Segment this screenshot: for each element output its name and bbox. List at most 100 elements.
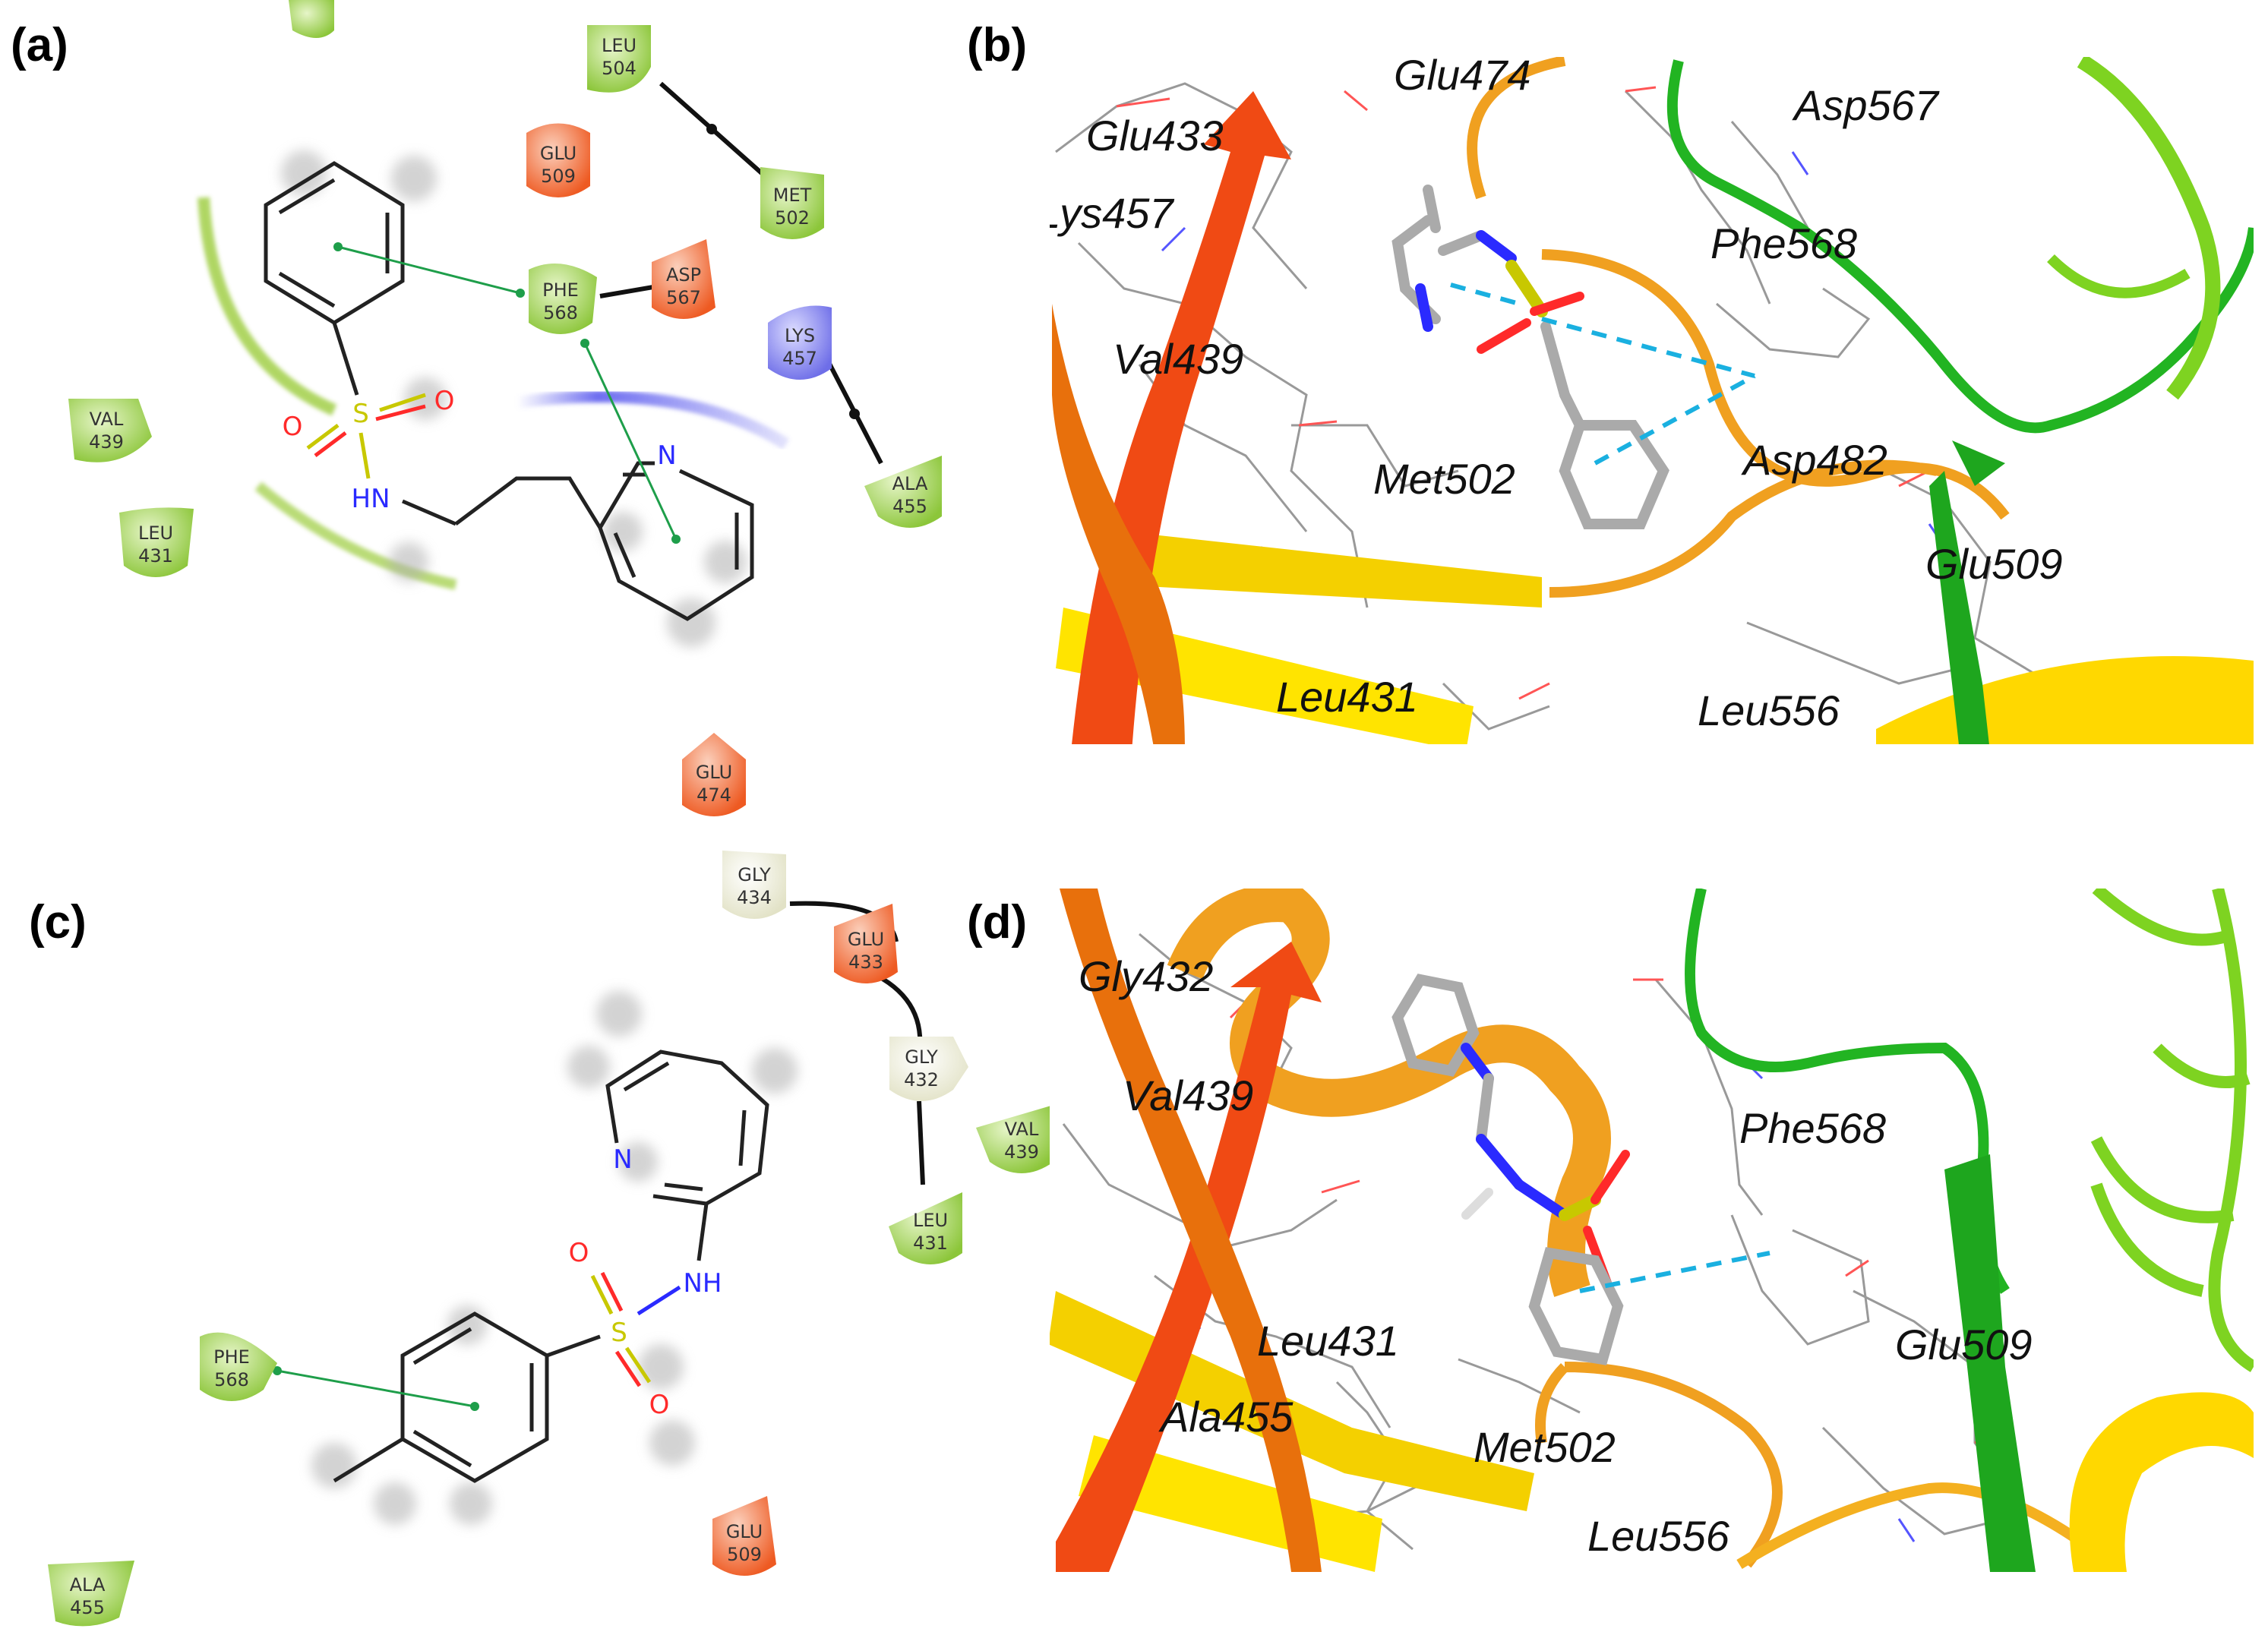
backbone-node-1 (706, 124, 717, 134)
panel-c-label: (c) (29, 896, 87, 948)
residue-leu504-a: LEU 504 (587, 25, 651, 93)
residue-number: 455 (892, 496, 927, 517)
atom-nh-a: HN (352, 484, 390, 514)
residue-number: 431 (138, 545, 173, 567)
pi-stack-line-1 (337, 245, 521, 295)
residue-asp567-a: ASP 567 (652, 239, 715, 319)
bond-s-o2b-c (614, 1350, 642, 1387)
label-asp567-b: Asp567 (1792, 81, 1940, 129)
residue-name: GLU (540, 143, 576, 164)
residue-glu509-a: GLU 509 (526, 123, 590, 197)
helix-orange-d (1167, 889, 1611, 1297)
residue-name: PHE (213, 1346, 250, 1368)
toluene-ring-c (333, 1311, 549, 1483)
bond-ring-nh (697, 1203, 709, 1261)
bond-s-o2-c (624, 1346, 652, 1384)
backbone-568-567 (599, 285, 654, 298)
structure-view-d: Gly432 Val439 Phe568 Leu431 Glu509 Ala45… (1050, 889, 2254, 1572)
panel-b: (b) (967, 19, 2254, 744)
atom-o1-a: O (283, 412, 303, 442)
benzene-ring-a (264, 161, 405, 325)
bond-s-o2 (379, 393, 426, 412)
residue-name: LYS (785, 325, 815, 346)
residue-number: 504 (602, 58, 636, 79)
interaction-dashes-d (1579, 1251, 1770, 1293)
bond-s-o2b (375, 404, 426, 421)
bond-s-ring (546, 1334, 601, 1358)
pocket-arc-blue (515, 390, 790, 450)
structure-view-b: Glu474 Asp567 Glu433 Lys457 Phe568 Val43… (1037, 51, 2254, 744)
panel-a-label: (a) (11, 19, 68, 71)
residue-number: 474 (697, 784, 731, 806)
ligand-sticks-d (1391, 974, 1630, 1365)
atom-s-c: S (611, 1318, 627, 1348)
residue-name: LEU (138, 522, 173, 544)
pi-stack-end-c (273, 1366, 282, 1375)
label-glu509-b: Glu509 (1925, 540, 2063, 588)
residue-leu431-c: LEU 431 (889, 1192, 962, 1264)
helix-light-green-d (2090, 889, 2251, 1297)
strand-green-d (1944, 1154, 2036, 1572)
residue-name: LEU (913, 1210, 948, 1231)
residue-number: 455 (70, 1597, 105, 1618)
label-lys457-b: Lys457 (1037, 189, 1174, 237)
residue-glu509-c: GLU 509 (712, 1496, 776, 1576)
label-glu433-b: Glu433 (1086, 112, 1224, 159)
label-leu556-b: Leu556 (1698, 687, 1840, 734)
label-phe568-b: Phe568 (1710, 219, 1857, 267)
residue-number: 439 (89, 431, 124, 453)
residue-number: 432 (904, 1069, 939, 1091)
bond-ring-s (332, 322, 359, 396)
residue-lys457-a: LYS 457 (768, 305, 832, 380)
atom-o2-c: O (649, 1390, 670, 1420)
residue-met502-a: MET 502 (760, 167, 824, 239)
residue-name: VAL (1005, 1119, 1039, 1140)
residue-ala455-a: ALA 455 (864, 456, 942, 528)
residue-val439-c: VAL 439 (976, 1105, 1053, 1173)
residue-leu431-a: LEU 431 (119, 507, 194, 577)
panel-b-label: (b) (967, 19, 1027, 71)
residue-number: 439 (1004, 1141, 1039, 1163)
residue-name: GLU (726, 1521, 763, 1542)
residue-name: GLY (905, 1046, 938, 1068)
strand-green-b (1929, 471, 1989, 744)
panel-c: (c) N NH S O O (29, 851, 1053, 1627)
residue-glu474-a: GLU 474 (682, 733, 746, 816)
residue-name: GLY (738, 864, 771, 885)
pi-stack-end-1 (516, 289, 525, 298)
pi-stack-line-c (276, 1369, 475, 1408)
panel-d-label: (d) (967, 896, 1027, 948)
atom-o1-c: O (569, 1238, 589, 1268)
label-asp482-b: Asp482 (1741, 436, 1887, 484)
ligand-sticks-b (1391, 185, 1669, 529)
panel-a: (a) S O O HN (11, 0, 942, 816)
bond-s-o1b-c (600, 1271, 624, 1312)
label-met502-b: Met502 (1373, 455, 1515, 503)
residue-partial-top (289, 0, 334, 38)
interaction-dashes-b (1450, 282, 1756, 466)
helix-light-green-b (2077, 57, 2221, 400)
solvent-halos-c (311, 991, 798, 1525)
label-leu431-b: Leu431 (1276, 673, 1418, 721)
atom-nh-c: NH (684, 1268, 722, 1299)
residue-number: 567 (666, 287, 701, 308)
residue-name: LEU (602, 35, 636, 56)
residue-number: 433 (848, 952, 883, 973)
bond-n-c1 (402, 499, 456, 526)
label-glu474-b: Glu474 (1394, 51, 1531, 99)
residue-phe568-c: PHE 568 (200, 1332, 277, 1401)
residue-number: 431 (913, 1233, 948, 1254)
bond-nh-s (636, 1285, 681, 1316)
label-phe568-d: Phe568 (1739, 1104, 1886, 1152)
strand-green-arrow-b (1952, 440, 2005, 486)
pocket-arc-left (197, 197, 337, 416)
label-leu431-d: Leu431 (1257, 1317, 1399, 1365)
bond-s-o1b (314, 431, 347, 457)
pocket-arc-bottom (254, 481, 457, 590)
backbone-432-431 (917, 1100, 925, 1185)
atom-s-a: S (352, 399, 369, 429)
backbone-node-2 (849, 409, 860, 419)
residue-number: 568 (214, 1369, 249, 1390)
bond-s-n (359, 432, 371, 479)
